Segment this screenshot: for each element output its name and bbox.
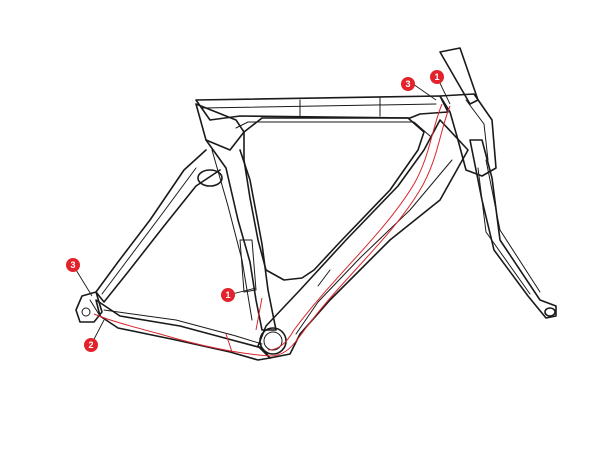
seat-stays xyxy=(95,149,223,303)
cable-routing xyxy=(93,103,451,357)
callout-dropout-3: 3 xyxy=(66,258,80,272)
svg-text:1: 1 xyxy=(225,290,230,300)
main-triangle-window xyxy=(235,117,431,281)
callout-top-tube-3: 3 xyxy=(401,77,415,91)
callout-head-tube-1: 1 xyxy=(430,70,444,84)
down-tube xyxy=(257,119,469,359)
svg-text:1: 1 xyxy=(434,72,439,82)
svg-text:3: 3 xyxy=(405,79,410,89)
bottom-bracket xyxy=(259,327,287,355)
svg-text:2: 2 xyxy=(88,340,93,350)
fork xyxy=(439,47,557,319)
callout-seat-tube-1: 1 xyxy=(221,288,235,302)
seat-tube xyxy=(195,103,277,331)
top-tube xyxy=(195,95,449,121)
svg-text:3: 3 xyxy=(70,260,75,270)
rear-dropout xyxy=(75,291,103,323)
chain-stays xyxy=(95,299,271,361)
callout-dropout-2: 2 xyxy=(84,338,98,352)
head-tube xyxy=(439,93,497,177)
